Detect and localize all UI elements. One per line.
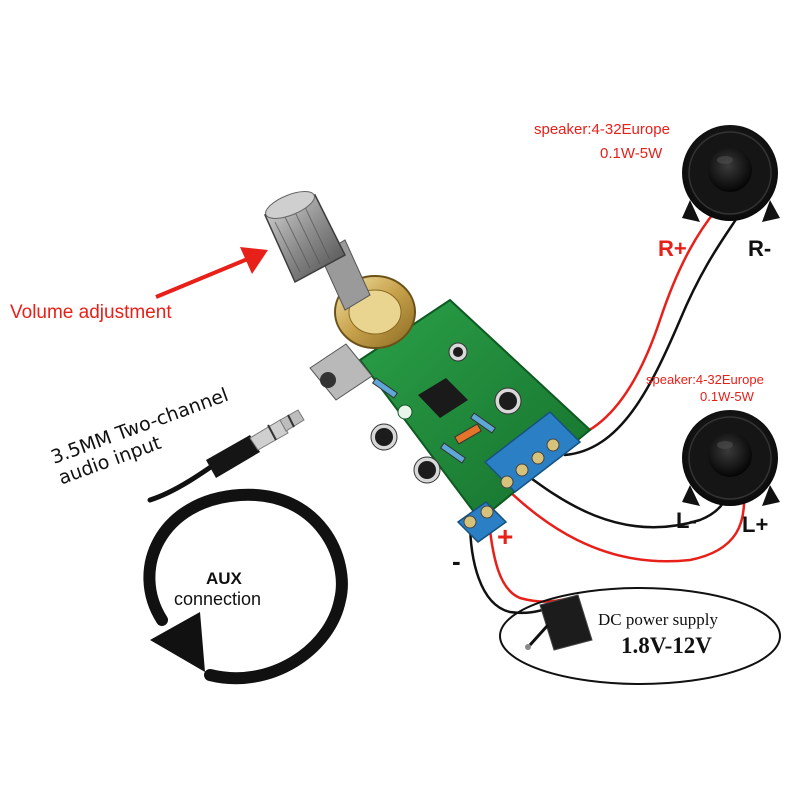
- speaker-right-spec-line1: speaker:4-32Europe: [534, 121, 670, 138]
- left-minus-label: L-: [676, 508, 697, 533]
- amplifier-board: [309, 298, 592, 543]
- power-adapter-icon: [525, 594, 593, 651]
- right-plus-label: R+: [658, 236, 687, 261]
- wire-l-plus: [506, 488, 746, 563]
- audio-jack-plug-icon: [206, 409, 305, 478]
- dc-voltage-range-label: 1.8V-12V: [621, 633, 712, 658]
- power-plus-label: +: [497, 521, 514, 552]
- speaker-left-spec-line1: speaker:4-32Europe: [646, 372, 764, 387]
- circular-arrow-icon: [143, 488, 348, 685]
- speaker-right-spec-line2: 0.1W-5W: [600, 145, 663, 162]
- left-plus-label: L+: [742, 512, 769, 537]
- power-minus-label: -: [452, 546, 461, 576]
- speaker-left: [682, 410, 780, 506]
- speaker-right: [682, 125, 780, 222]
- volume-knob: [263, 191, 416, 349]
- wire-r-minus: [563, 208, 744, 457]
- aux-connection-label: connection: [174, 589, 262, 609]
- volume-adjustment-label: Volume adjustment: [10, 302, 172, 323]
- speaker-terminal-block: [483, 411, 582, 493]
- arrow-right-up-icon: [155, 247, 268, 299]
- power-terminal-block: [456, 501, 508, 543]
- dc-supply-callout: [499, 587, 781, 685]
- aux-label: AUX: [206, 569, 242, 588]
- speaker-left-spec-line2: 0.1W-5W: [700, 389, 754, 404]
- right-minus-label: R-: [748, 236, 772, 261]
- wire-r-plus: [563, 208, 718, 442]
- dc-power-supply-label: DC power supply: [598, 610, 718, 629]
